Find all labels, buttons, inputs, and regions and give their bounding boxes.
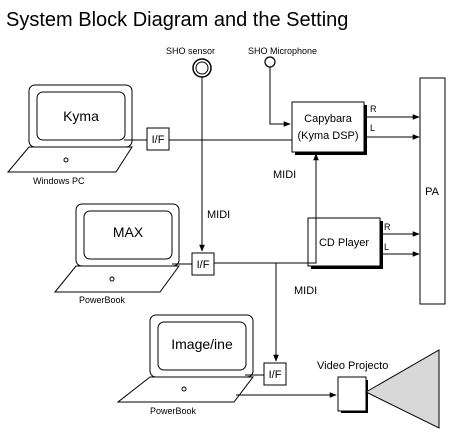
capybara-r-label: R — [370, 104, 377, 114]
image-screen — [157, 321, 247, 371]
sho-microphone: SHO Microphone — [248, 46, 317, 78]
interface-image-box — [263, 362, 287, 386]
cd-player: CD Player — [307, 217, 383, 269]
max-screen — [83, 210, 173, 260]
cd-l-label: L — [384, 242, 389, 252]
sho-microphone-label: SHO Microphone — [248, 46, 317, 56]
sho-sensor-label: SHO sensor — [166, 46, 215, 56]
pa-speaker: PA — [419, 77, 446, 305]
image-computer-label: PowerBook — [150, 406, 197, 416]
kyma-laptop: Kyma Windows PC — [6, 84, 133, 186]
image-trackpad — [181, 386, 187, 392]
max-laptop: MAX PowerBook — [53, 203, 180, 305]
max-laptop-base — [53, 265, 180, 293]
cd-r-label: R — [384, 222, 391, 232]
capybara-dsp: Capybara (Kyma DSP) — [291, 101, 367, 155]
pa-box — [419, 77, 446, 305]
video-projector-label: Video Projecto — [317, 360, 388, 372]
pa-label: PA — [425, 186, 440, 198]
kyma-screen-label: Kyma — [63, 108, 99, 124]
kyma-trackpad — [63, 157, 69, 163]
max-trackpad — [109, 276, 115, 282]
kyma-laptop-base — [6, 146, 133, 173]
midi-label-sensor: MIDI — [207, 209, 230, 221]
cd-player-label: CD Player — [319, 237, 369, 249]
cd-player-box — [307, 217, 381, 267]
sho-sensor: SHO sensor — [166, 46, 215, 78]
sensor-inner-ring — [195, 61, 209, 75]
interface-max: I/F — [191, 252, 215, 276]
capybara-label-line2: (Kyma DSP) — [297, 130, 358, 142]
microphone-icon — [264, 56, 276, 68]
projector-box — [337, 376, 367, 412]
interface-max-box — [191, 252, 215, 276]
video-projector: Video Projecto — [317, 349, 440, 429]
image-screen-label: Image/ine — [171, 336, 233, 352]
projection-beam — [364, 349, 440, 429]
midi-label-image: MIDI — [294, 285, 317, 297]
max-computer-label: PowerBook — [79, 295, 126, 305]
midi-label-capybara: MIDI — [273, 169, 296, 181]
interface-kyma-box — [146, 127, 170, 151]
interface-kyma: I/F — [146, 127, 170, 151]
max-screen-label: MAX — [113, 224, 144, 240]
kyma-computer-label: Windows PC — [33, 176, 85, 186]
microphone-to-capybara-line — [269, 78, 291, 127]
interface-kyma-label: I/F — [152, 134, 165, 146]
capybara-l-label: L — [370, 123, 375, 133]
max-to-capybara-midi-line — [214, 153, 319, 264]
image-laptop: Image/ine PowerBook — [116, 314, 255, 416]
interface-image-label: I/F — [269, 369, 282, 381]
kyma-screen — [36, 91, 126, 141]
interface-max-label: I/F — [197, 259, 210, 271]
diagram-title: System Block Diagram and the Setting — [6, 9, 348, 31]
capybara-box — [291, 101, 365, 153]
interface-image: I/F — [263, 362, 287, 386]
capybara-label-line1: Capybara — [304, 113, 353, 125]
